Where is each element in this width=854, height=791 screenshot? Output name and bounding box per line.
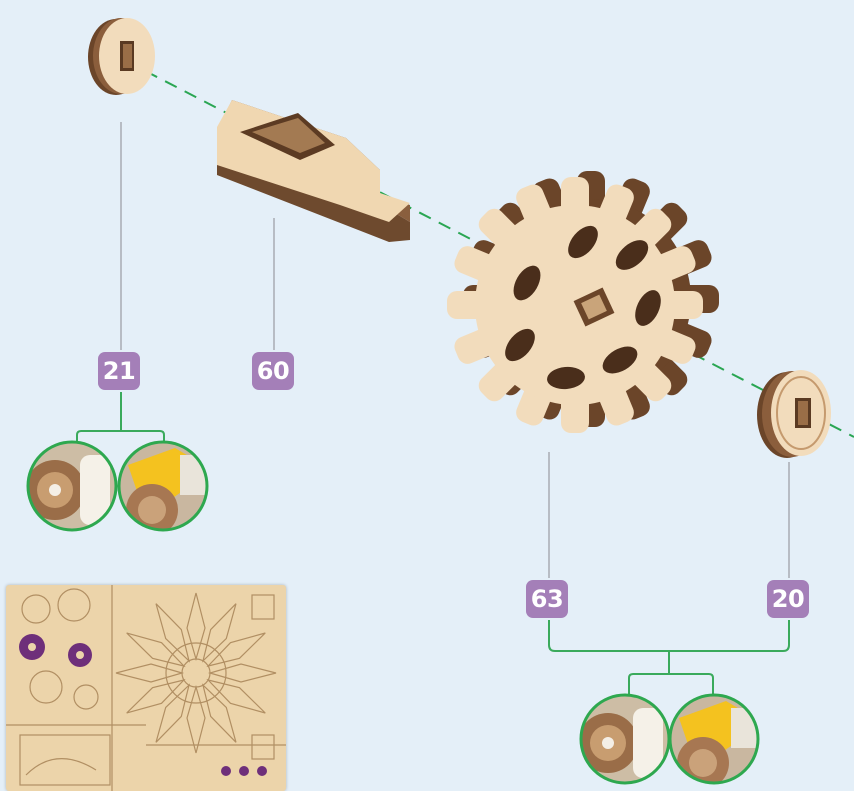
lever-part-60 xyxy=(217,100,410,242)
bracket-left xyxy=(77,392,164,448)
part-number-63: 63 xyxy=(531,585,563,613)
sheet-star-petal xyxy=(204,672,270,721)
sheet-star-petal xyxy=(187,593,205,659)
sheet-drawing xyxy=(6,585,286,791)
step-circle-glue-right xyxy=(670,695,763,789)
sheet-star-petal xyxy=(116,664,182,682)
part-number-badge-60: 60 xyxy=(252,352,294,390)
part-number-60: 60 xyxy=(257,357,289,385)
sheet-star-petal xyxy=(195,599,244,665)
step-circle-gear-right xyxy=(578,695,669,783)
sheet-star-petal xyxy=(187,687,205,753)
sheet-star-petal xyxy=(210,664,276,682)
spacer-part-21 xyxy=(88,18,155,95)
part-number-20: 20 xyxy=(772,585,804,613)
part-number-badge-63: 63 xyxy=(526,580,568,618)
sheet-star-petal xyxy=(148,681,197,747)
step-circle-glue-left xyxy=(119,442,212,536)
sheet-star-petal xyxy=(148,599,197,665)
step-circle-gear-left xyxy=(25,442,116,530)
sheet-star-petal xyxy=(122,625,188,674)
gear-part-63 xyxy=(447,171,719,433)
bracket-right xyxy=(549,620,789,695)
part-number-badge-20: 20 xyxy=(767,580,809,618)
spacer-part-20 xyxy=(757,370,831,458)
sheet-star-petal xyxy=(195,681,244,747)
plywood-sheet-thumbnail xyxy=(6,585,286,791)
sheet-star-petal xyxy=(204,625,270,674)
part-number-badge-21: 21 xyxy=(98,352,140,390)
sheet-star-petal xyxy=(122,672,188,721)
part-number-21: 21 xyxy=(103,357,135,385)
